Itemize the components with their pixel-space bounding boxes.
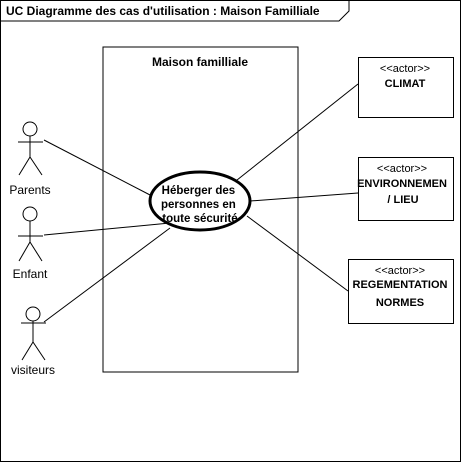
actor-box-regementation-frame [348, 259, 454, 324]
actor-box-environnement-name-1: ENVIRONNEMEN [357, 178, 447, 190]
actor-enfant-label: Enfant [13, 267, 48, 281]
actor-box-environnement[interactable]: <<actor>> ENVIRONNEMEN / LIEU [357, 157, 454, 221]
system-title: Maison familliale [152, 55, 248, 69]
association-visiteurs [43, 227, 171, 323]
actor-box-environnement-stereotype: <<actor>> [377, 163, 427, 175]
use-case-label: Héberger des personnes en toute sécurité [161, 185, 239, 225]
use-case-line-1: Héberger des [162, 185, 236, 197]
association-environnement [249, 192, 359, 202]
actor-box-climat-frame [358, 57, 454, 118]
actor-enfant[interactable] [18, 206, 43, 262]
actor-parents-head [22, 121, 38, 137]
actor-enfant-head [22, 206, 38, 222]
actor-box-regementation-name-2: NORMES [376, 297, 424, 309]
actor-visiteurs[interactable] [21, 306, 46, 361]
use-case-heberger[interactable] [148, 170, 252, 232]
association-climat [231, 83, 359, 185]
actor-box-climat[interactable]: <<actor>> CLIMAT [358, 57, 454, 118]
actor-parents[interactable] [18, 121, 43, 176]
actor-box-regementation-stereotype: <<actor>> [375, 265, 425, 277]
actor-visiteurs-head [25, 306, 41, 322]
actor-box-regementation-name-1: REGEMENTATION [353, 279, 448, 291]
frame-title: UC Diagramme des cas d'utilisation : Mai… [6, 4, 320, 18]
actor-visiteurs-label: visiteurs [11, 363, 55, 377]
actor-box-regementation[interactable]: <<actor>> REGEMENTATION NORMES [348, 259, 454, 324]
actor-box-climat-name: CLIMAT [385, 78, 426, 90]
actor-box-climat-stereotype: <<actor>> [380, 63, 430, 75]
actor-box-environnement-name-2: / LIEU [387, 194, 418, 206]
association-parents [43, 139, 153, 197]
association-enfant [43, 222, 171, 236]
actor-parents-label: Parents [9, 183, 50, 197]
use-case-line-3: toute sécurité [162, 213, 237, 225]
frame-title-tab [0, 0, 350, 22]
association-regementation [246, 215, 349, 292]
associations [43, 83, 359, 323]
use-case-line-2: personnes en [161, 199, 236, 211]
actor-box-environnement-frame [358, 157, 454, 221]
